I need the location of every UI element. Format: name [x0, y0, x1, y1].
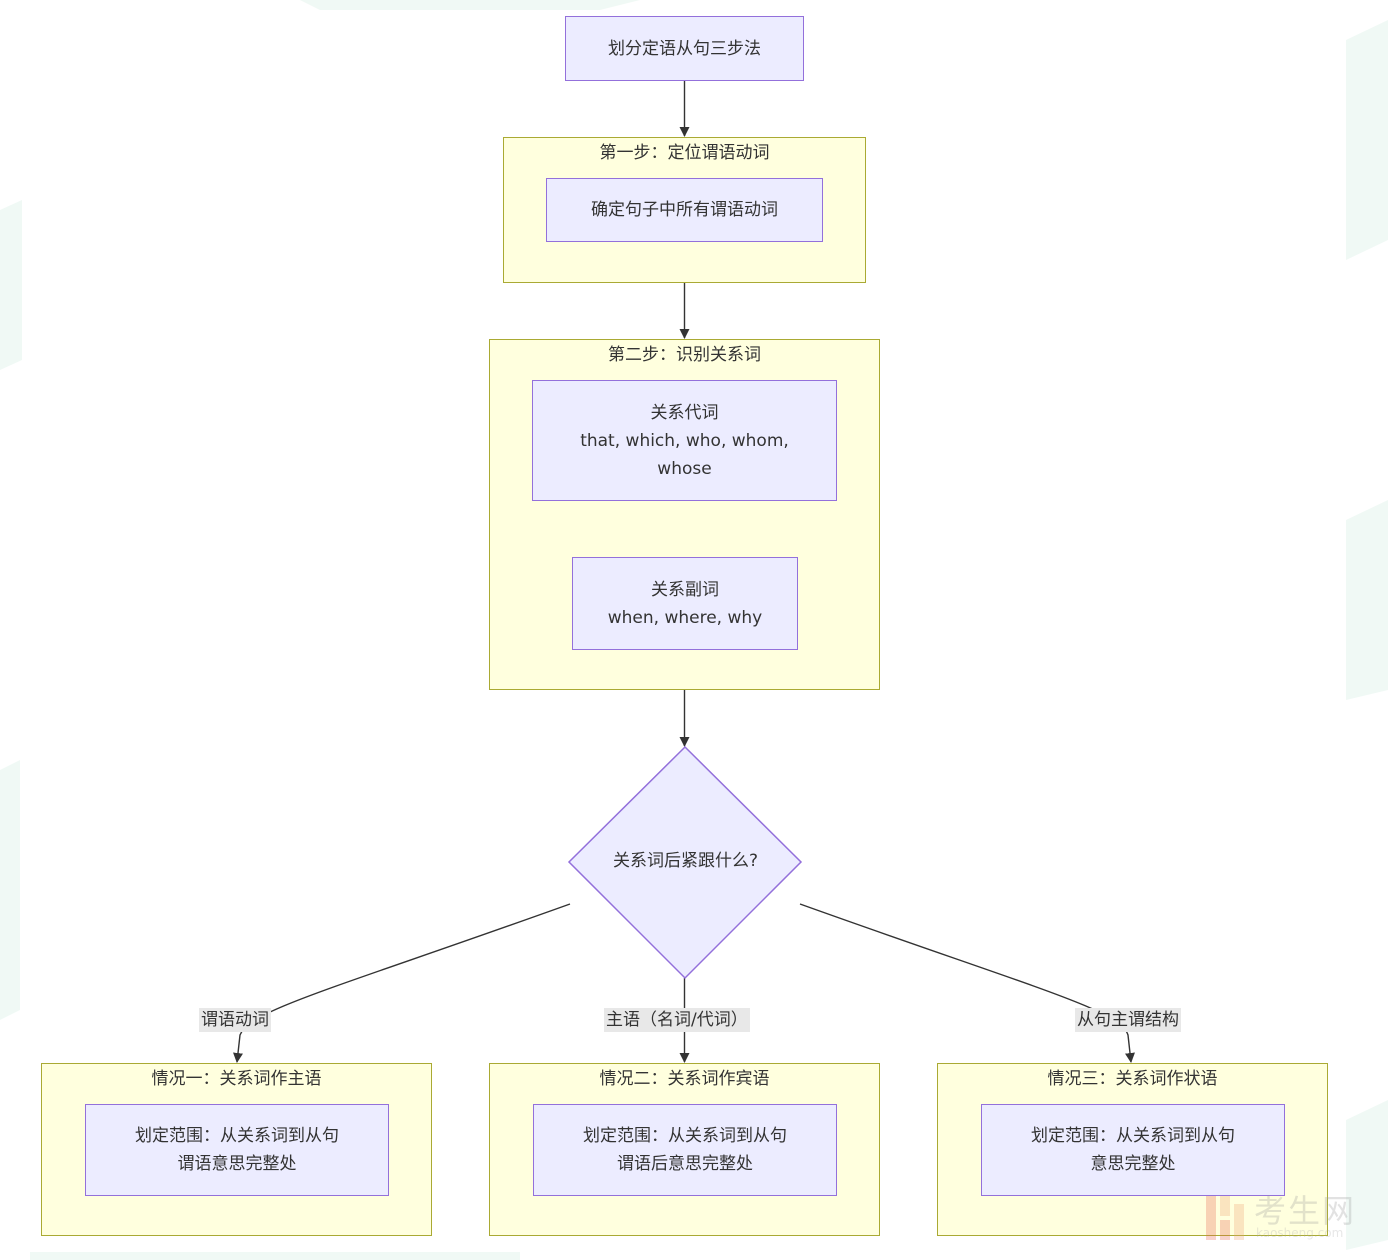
case1-title: 情况一：关系词作主语 — [151, 1069, 322, 1089]
case1-line1: 划定范围：从关系词到从句 — [135, 1126, 339, 1146]
title-text: 划分定语从句三步法 — [608, 38, 761, 59]
edge-label-predicate: 谓语动词 — [199, 1008, 271, 1032]
edge-label-subject: 主语（名词/代词） — [604, 1008, 750, 1032]
case3-line2: 意思完整处 — [1090, 1154, 1176, 1174]
decision-text: 关系词后紧跟什么? — [612, 851, 759, 871]
case1-node: 划定范围：从关系词到从句 谓语意思完整处 — [85, 1104, 389, 1196]
case2-title: 情况二：关系词作宾语 — [599, 1069, 770, 1089]
case2-line2: 谓语后意思完整处 — [617, 1154, 753, 1174]
step1-node: 确定句子中所有谓语动词 — [546, 178, 823, 242]
step1-node-text: 确定句子中所有谓语动词 — [591, 200, 778, 220]
case3-node: 划定范围：从关系词到从句 意思完整处 — [981, 1104, 1285, 1196]
case2-node: 划定范围：从关系词到从句 谓语后意思完整处 — [533, 1104, 837, 1196]
case3-line1: 划定范围：从关系词到从句 — [1031, 1126, 1235, 1146]
relative-adverb-node: 关系副词 when, where, why — [572, 557, 798, 650]
edge-label-clause: 从句主谓结构 — [1075, 1008, 1181, 1032]
edge-decision-to-case3 — [799, 903, 1135, 1063]
case2-line1: 划定范围：从关系词到从句 — [583, 1126, 787, 1146]
case1-line2: 谓语意思完整处 — [177, 1154, 297, 1174]
step1-title: 第一步：定位谓语动词 — [599, 143, 770, 163]
step2-title: 第二步：识别关系词 — [608, 345, 761, 365]
edge-decision-to-case1 — [233, 903, 571, 1063]
relative-adverb-heading: 关系副词 — [651, 579, 719, 600]
relative-pronoun-list-cont: whose — [657, 458, 712, 479]
title-node: 划分定语从句三步法 — [565, 16, 804, 81]
relative-adverb-list: when, where, why — [607, 607, 763, 628]
relative-pronoun-node: 关系代词 that, which, who, whom, whose — [532, 380, 837, 501]
relative-pronoun-list: that, which, who, whom, — [580, 430, 789, 451]
relative-pronoun-heading: 关系代词 — [650, 402, 719, 423]
case3-title: 情况三：关系词作状语 — [1047, 1069, 1218, 1089]
